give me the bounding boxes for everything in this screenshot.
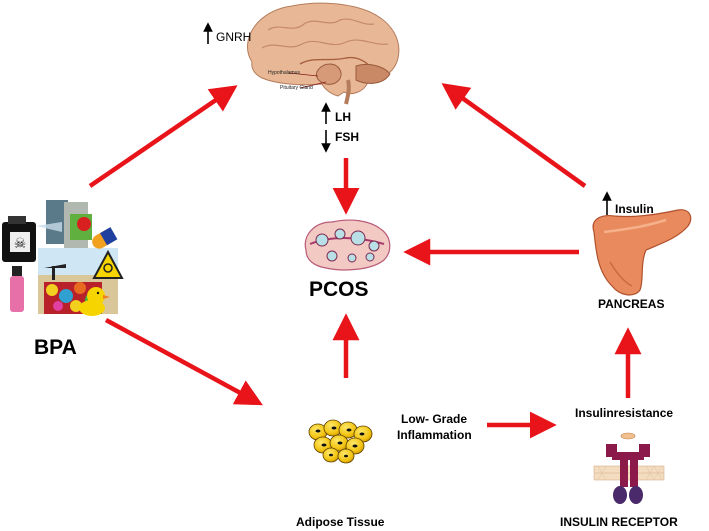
insulin-label: Insulin bbox=[615, 202, 654, 216]
arrow-pancreas-to-brain bbox=[441, 83, 587, 188]
bpa-title: BPA bbox=[34, 336, 77, 359]
insulin-receptor-label: INSULIN RECEPTOR bbox=[560, 515, 678, 529]
pituitary-label: Pituitary Gland bbox=[280, 85, 313, 91]
svg-text:☠: ☠ bbox=[14, 236, 27, 252]
arrow-bpa-to-adipose bbox=[104, 318, 263, 406]
arrows bbox=[88, 83, 642, 439]
inflammation-label-line2: Inflammation bbox=[397, 428, 472, 442]
indicator-arrows bbox=[203, 22, 612, 215]
brain-icon bbox=[247, 2, 400, 105]
fsh-label: FSH bbox=[335, 130, 359, 144]
lh-label: LH bbox=[335, 110, 351, 124]
inflammation-label-line1: Low- Grade bbox=[401, 412, 468, 426]
adipose-tissue-label: Adipose Tissue bbox=[296, 515, 385, 529]
bpa-collage-icon: ☠ bbox=[2, 200, 124, 316]
pcos-title: PCOS bbox=[309, 278, 369, 301]
arrow-bpa-to-brain bbox=[88, 85, 238, 188]
pancreas-icon bbox=[592, 209, 692, 296]
gnrh-label: GNRH bbox=[216, 30, 252, 44]
ovary-icon bbox=[304, 219, 391, 271]
insulin-resistance-label: Insulinresistance bbox=[575, 406, 674, 420]
hypothalamus-label: Hypothalamus bbox=[268, 70, 300, 76]
insulin-receptor-icon bbox=[593, 432, 665, 504]
fat-cells-icon bbox=[308, 419, 373, 464]
pancreas-label: PANCREAS bbox=[598, 297, 665, 311]
